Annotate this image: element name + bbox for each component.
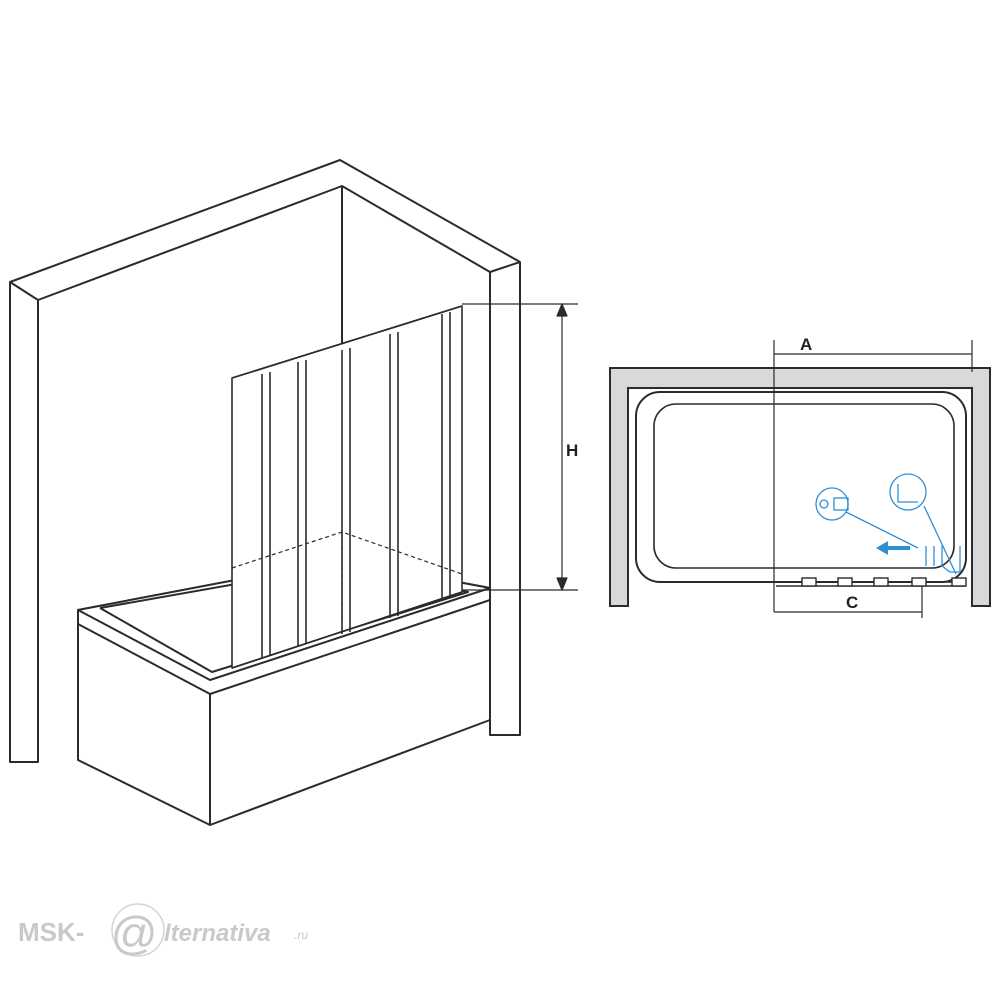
bathroom-3d-view: H [9, 159, 578, 826]
hinge-detail [815, 487, 919, 549]
plan-view: A C [609, 335, 991, 618]
watermark-logo [111, 903, 165, 957]
height-dimension [462, 303, 578, 591]
profile-detail [889, 473, 957, 575]
watermark-domain: .ru [294, 928, 308, 942]
plan-screen-track [776, 577, 967, 587]
plan-tub-outer [635, 391, 967, 583]
screen-panels [261, 312, 451, 658]
watermark-suffix: lternativa [164, 920, 271, 947]
folded-panels-detail [925, 546, 961, 573]
door-label: C [846, 593, 858, 612]
width-label: A [800, 335, 812, 354]
fold-direction-arrow [876, 541, 910, 555]
plan-tub-inner [653, 403, 955, 569]
height-label: H [566, 441, 578, 460]
watermark: MSK- @ lternativa .ru [18, 905, 338, 965]
watermark-prefix: MSK- [18, 917, 84, 947]
folding-screen [231, 305, 463, 669]
width-dimension [773, 340, 973, 612]
plan-walls [609, 367, 991, 607]
watermark-at: @ [110, 907, 157, 959]
detail-callouts [815, 473, 961, 575]
door-dimension [774, 586, 923, 618]
